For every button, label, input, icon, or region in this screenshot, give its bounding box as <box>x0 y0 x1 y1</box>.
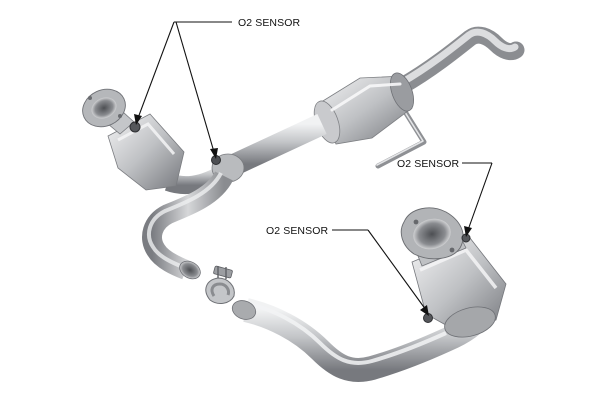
leader-lower <box>367 229 427 311</box>
arrowhead-icon <box>464 226 472 237</box>
center-catalytic-converter <box>313 72 415 145</box>
left-catalytic-converter <box>82 88 185 191</box>
right-catalytic-converter <box>400 207 507 338</box>
right-inlet-flange <box>400 207 464 260</box>
arrowhead-icon <box>420 305 429 316</box>
band-clamp <box>205 265 235 304</box>
pipe-open-end <box>179 260 201 280</box>
leader-right <box>467 162 493 231</box>
leader-lines <box>134 21 493 316</box>
leader-top-right <box>175 21 215 153</box>
leader-top-left <box>137 21 175 119</box>
o2-sensor-label-top: O2 SENSOR <box>238 17 300 29</box>
main-pipe <box>231 113 327 174</box>
o2-sensor-label-right: O2 SENSOR <box>397 158 459 170</box>
arrowhead-icon <box>134 114 142 125</box>
lower-exhaust-assembly <box>231 207 507 382</box>
upper-exhaust-assembly <box>82 26 525 280</box>
left-inlet-flange <box>82 88 126 128</box>
o2-sensor-boss-left <box>129 121 141 133</box>
arrowhead-icon <box>210 148 218 159</box>
o2-sensor-label-lower: O2 SENSOR <box>266 225 328 237</box>
